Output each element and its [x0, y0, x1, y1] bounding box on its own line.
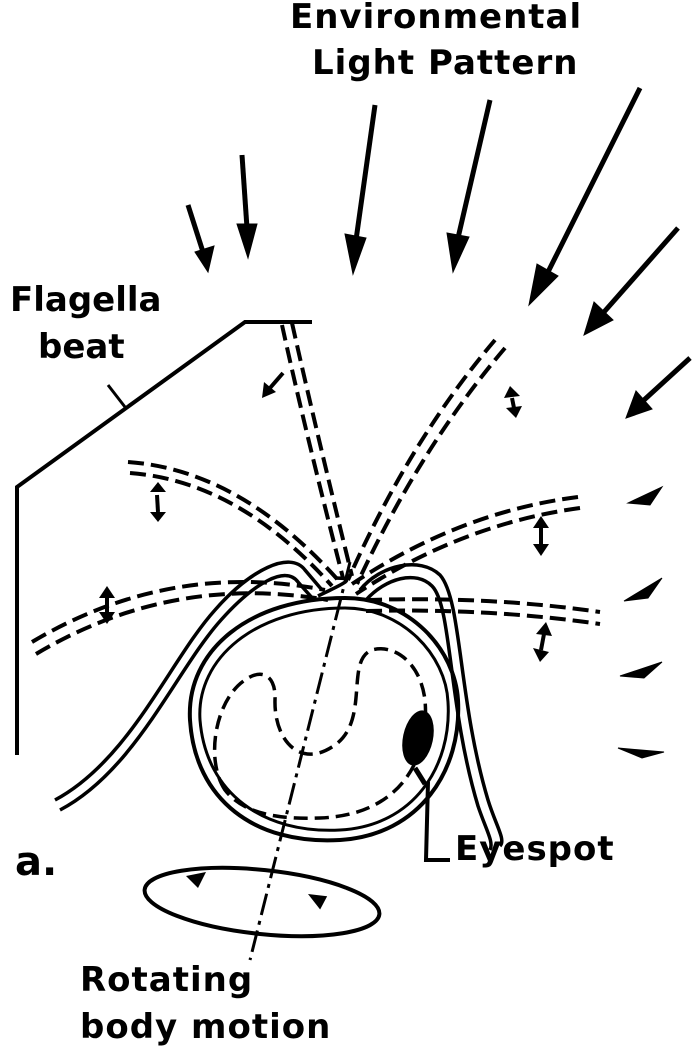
- rotation-axis: [250, 562, 350, 960]
- light-pattern-label-line1: Environmental: [290, 0, 582, 34]
- rotating-motion-label-line2: body motion: [80, 1010, 331, 1044]
- flagella-beat-label-line1: Flagella: [10, 283, 161, 317]
- beat-arrow: [504, 386, 522, 418]
- light-arrow: [624, 578, 662, 601]
- beat-arrow: [533, 622, 552, 662]
- panel-label: a.: [15, 842, 57, 882]
- eyespot-leader: [426, 782, 450, 860]
- light-arrow: [237, 155, 257, 258]
- eyespot-label: Eyespot: [455, 832, 615, 866]
- light-arrow: [529, 88, 640, 305]
- flagella-positions: [32, 323, 600, 654]
- beat-arrow: [533, 516, 549, 556]
- flagella-beat-label-line2: beat: [38, 330, 125, 364]
- outer-flagella: [55, 562, 502, 850]
- light-arrow: [584, 228, 678, 335]
- beat-arrow: [262, 373, 283, 398]
- light-arrow: [620, 662, 662, 678]
- beat-arrow: [150, 482, 166, 522]
- flagellum-position-1: [282, 323, 352, 578]
- light-arrow: [345, 105, 375, 274]
- light-arrow: [626, 358, 690, 418]
- light-arrow: [628, 487, 662, 505]
- rotation-ellipse: [141, 858, 382, 946]
- cell-inner-dashed: [215, 649, 426, 818]
- flagellum-position-2: [128, 462, 338, 586]
- light-arrow: [447, 100, 490, 272]
- flagella-label-leader: [108, 385, 125, 407]
- light-pattern-label-line2: Light Pattern: [312, 46, 578, 80]
- flagellum-position-4: [348, 340, 505, 584]
- light-arrows: [188, 88, 690, 758]
- rotating-motion-label-line1: Rotating: [80, 963, 253, 997]
- light-arrow: [188, 205, 214, 272]
- light-arrow: [618, 748, 664, 758]
